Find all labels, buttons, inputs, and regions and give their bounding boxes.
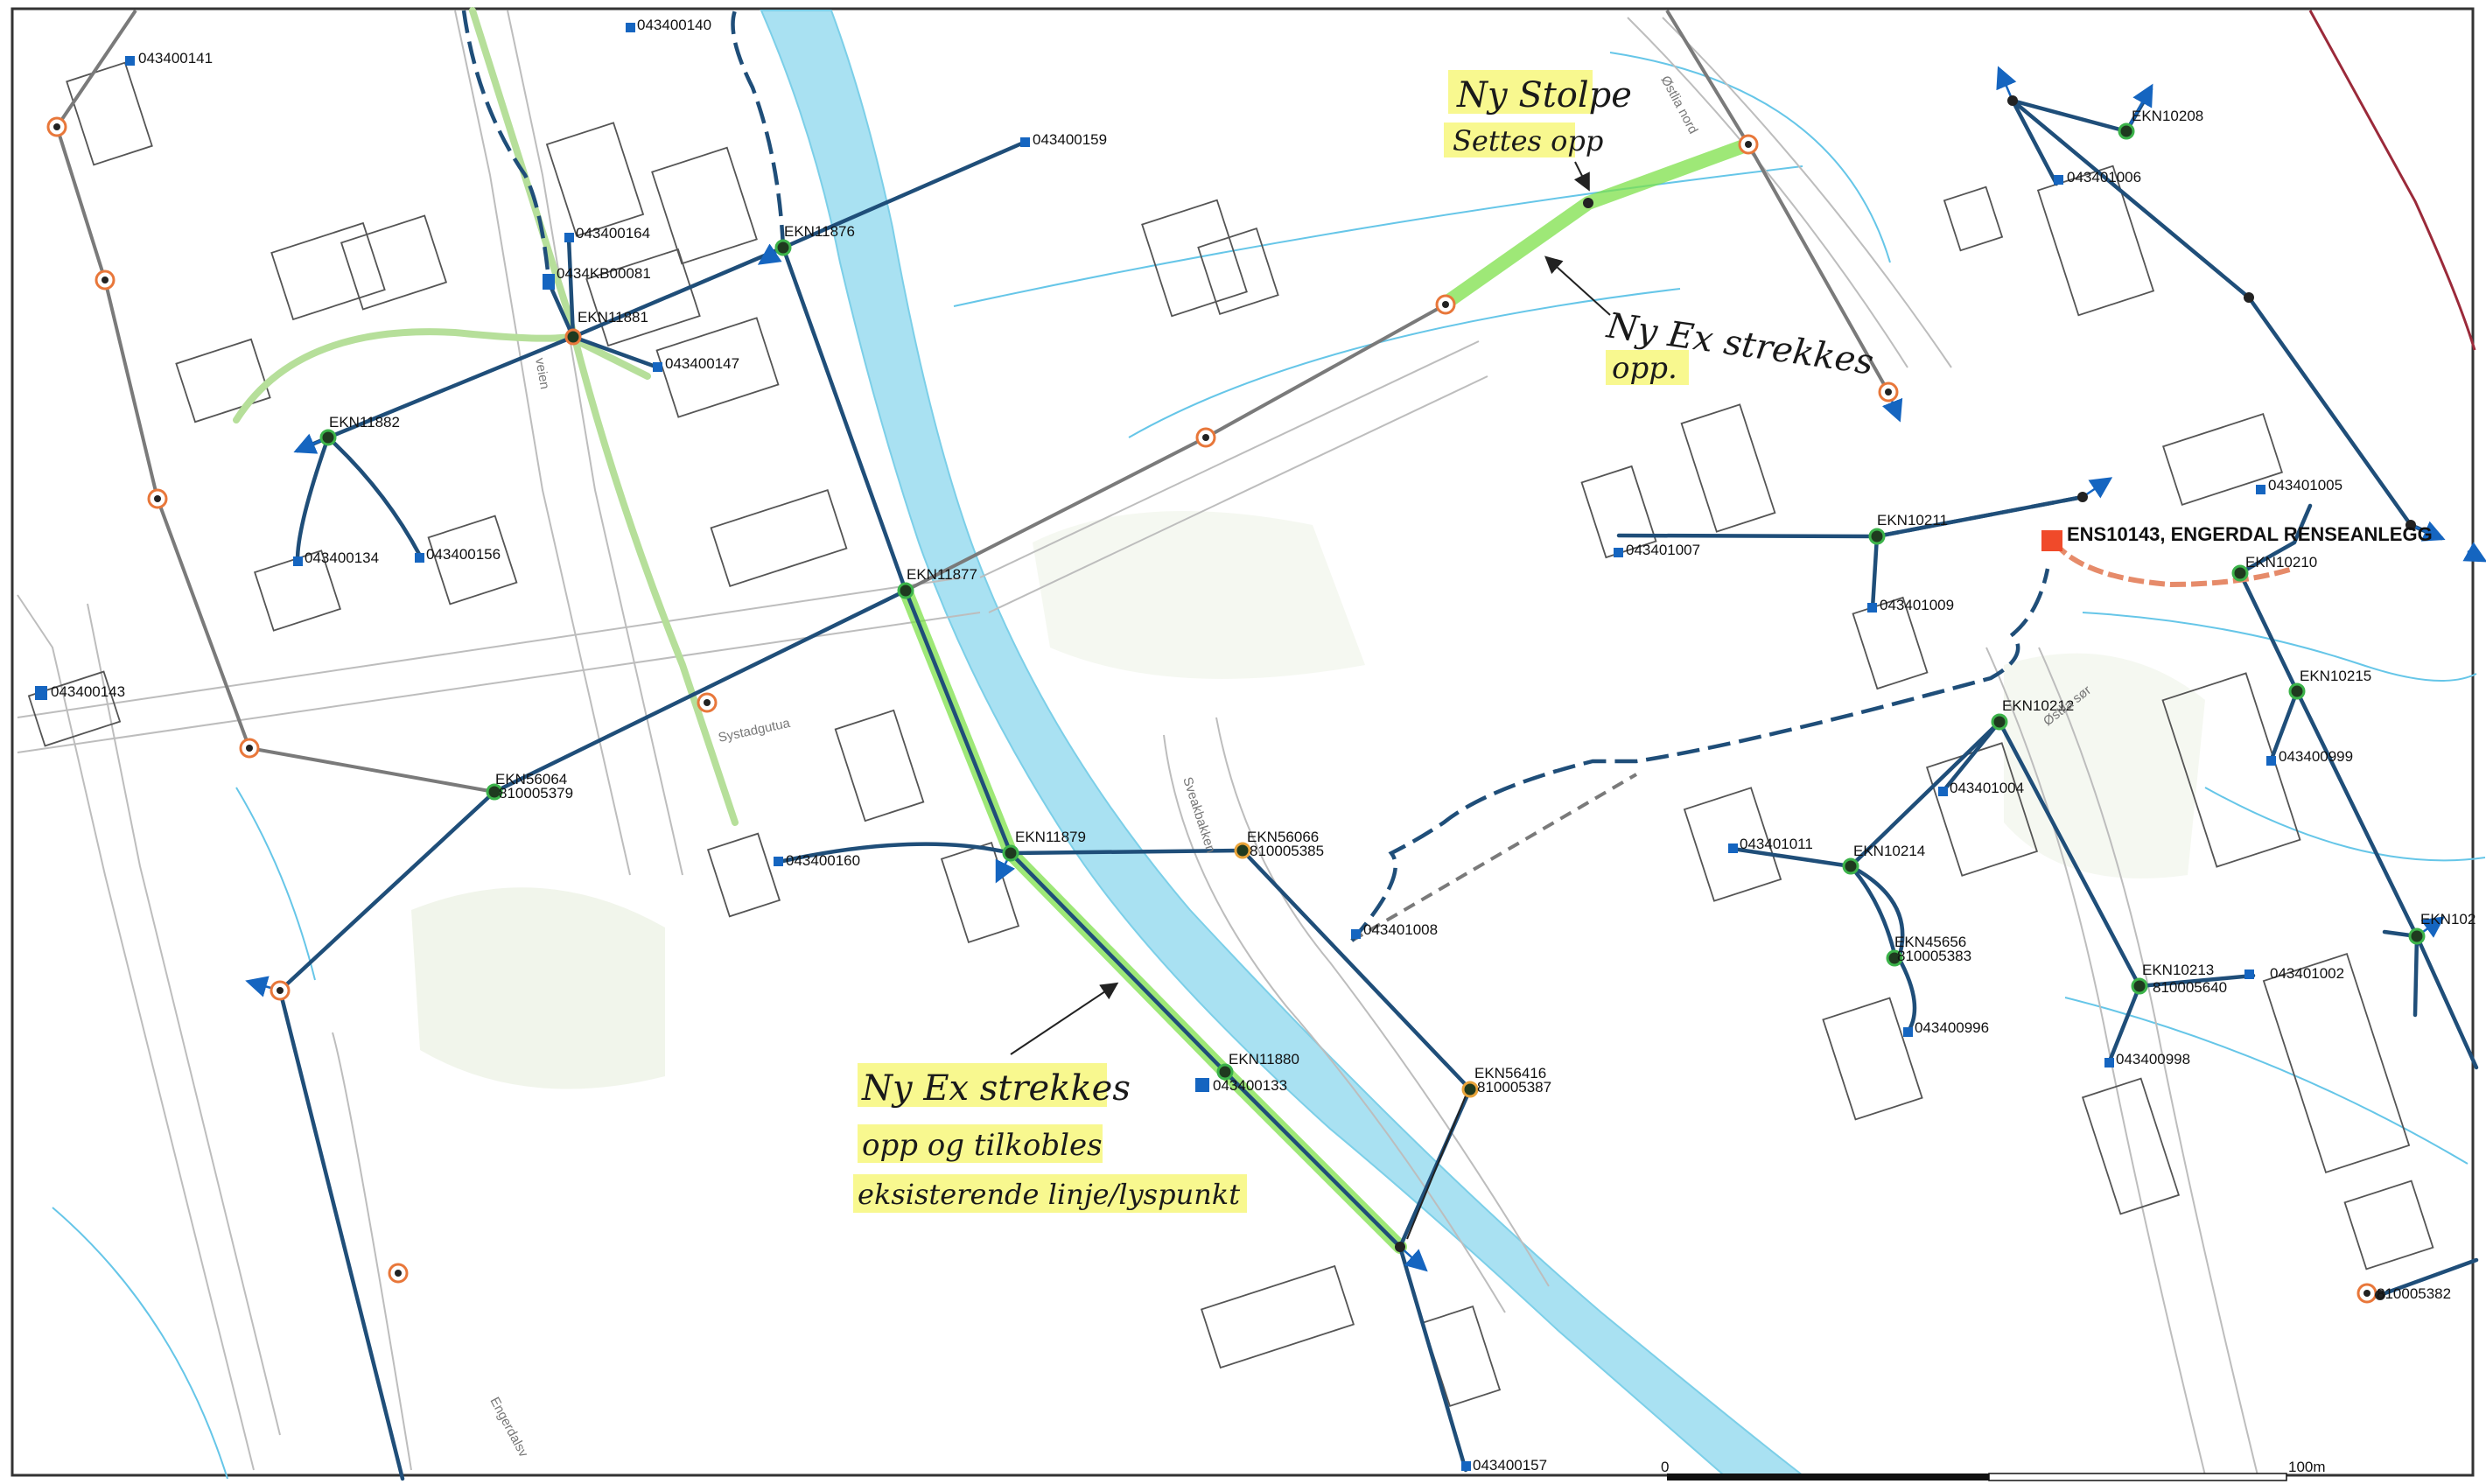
node-label: 043400133: [1213, 1077, 1287, 1094]
node-label: EKN10214: [1853, 843, 1925, 859]
annotation-note-3: Ny Ex strekkes opp og tilkobles eksister…: [853, 1063, 1247, 1213]
node-label: 043400157: [1473, 1457, 1547, 1474]
node-label: 043400998: [2116, 1051, 2190, 1068]
node-label: 043401005: [2268, 477, 2342, 494]
node-label: EKN45656: [1894, 934, 1966, 950]
lamp-posts: [35, 23, 2276, 1471]
annotation-text: opp.: [1612, 351, 1677, 386]
node-label: EKN11877: [907, 566, 977, 583]
annotation-text: eksisterende linje/lyspunkt: [858, 1178, 1240, 1211]
overhead-dashed: [1350, 773, 1638, 942]
node-label: 043401006: [2067, 169, 2141, 186]
node-label: 043401011: [1740, 836, 1813, 852]
node-label: EKN10213: [2142, 962, 2214, 978]
node-label: 810005387: [1477, 1079, 1551, 1096]
annotation-text: Ny Stolpe: [1456, 75, 1632, 116]
node-label: EKN10210: [2245, 554, 2317, 570]
node-label: 043400141: [138, 50, 213, 66]
buildings: [27, 61, 2434, 1407]
node-label: EKN11876: [784, 223, 855, 240]
node-label: 043401004: [1950, 780, 2024, 796]
node-label: 043401009: [1880, 597, 1954, 613]
node-label: EKN10215: [2300, 668, 2371, 684]
cables-dashed: [461, 10, 2083, 942]
node-label: 043401002: [2270, 965, 2344, 982]
annotation-arrows: [1010, 161, 1611, 1240]
node-label: 810005379: [499, 785, 573, 802]
node-label: EKN56066: [1247, 829, 1319, 845]
scale-bar: 0 100m: [1661, 1459, 2326, 1481]
node-label: 810005385: [1250, 843, 1324, 859]
station-connection: [2052, 541, 2293, 588]
node-label: 810005640: [2153, 979, 2227, 996]
river: [760, 10, 1805, 1476]
ekn-nodes: [319, 122, 2426, 1098]
annotation-text: Settes opp: [1453, 124, 1603, 158]
node-label: EKN102: [2420, 911, 2475, 928]
annotation-note-1: Ny Stolpe Settes opp: [1444, 70, 1632, 158]
station-label: ENS10143, ENGERDAL RENSEANLEGG: [2067, 523, 2433, 545]
node-label: 043400996: [1915, 1019, 1989, 1036]
scale-bar-zero: 0: [1661, 1459, 1669, 1475]
station-marker: [2041, 530, 2062, 551]
node-label: 810005382: [2377, 1285, 2451, 1302]
scale-bar-label: 100m: [2288, 1459, 2326, 1475]
node-label: EKN11879: [1015, 829, 1086, 845]
node-label: EKN56064: [495, 771, 567, 788]
node-label: 043400147: [665, 355, 739, 372]
node-label: 043400160: [786, 852, 860, 869]
node-label: EKN10212: [2002, 697, 2074, 714]
node-label: 043400156: [426, 546, 501, 563]
node-label: EKN11881: [578, 309, 648, 326]
roads: [17, 10, 2258, 1476]
pole-centers: [53, 95, 2416, 1300]
existing-green-lines: [233, 7, 739, 826]
node-labels: 043400141 043400140 043400159 043400164 …: [51, 17, 2475, 1474]
node-label: 043400134: [305, 550, 379, 566]
node-label: 043400140: [637, 17, 711, 33]
node-label: 810005383: [1897, 948, 1971, 964]
node-label: EKN11880: [1229, 1051, 1299, 1068]
node-label: EKN10211: [1877, 512, 1948, 528]
node-label: 043401008: [1363, 921, 1438, 938]
annotation-text: Ny Ex strekkes: [861, 1068, 1131, 1109]
node-label: 043400159: [1033, 131, 1107, 148]
streams: [52, 52, 2486, 1480]
node-label: 043400164: [576, 225, 650, 242]
annotation-text: opp og tilkobles: [862, 1128, 1103, 1163]
node-label: EKN10208: [2132, 108, 2203, 124]
node-label: EKN11882: [329, 414, 400, 430]
node-label: 0434KB00081: [557, 265, 651, 282]
node-label: 043401007: [1626, 542, 1700, 558]
road-name: veien: [532, 357, 552, 390]
node-label: 043400143: [51, 683, 125, 700]
red-boundary-line: [2308, 10, 2476, 351]
node-label: EKN56416: [1474, 1065, 1546, 1082]
node-label: 043400999: [2279, 748, 2353, 765]
